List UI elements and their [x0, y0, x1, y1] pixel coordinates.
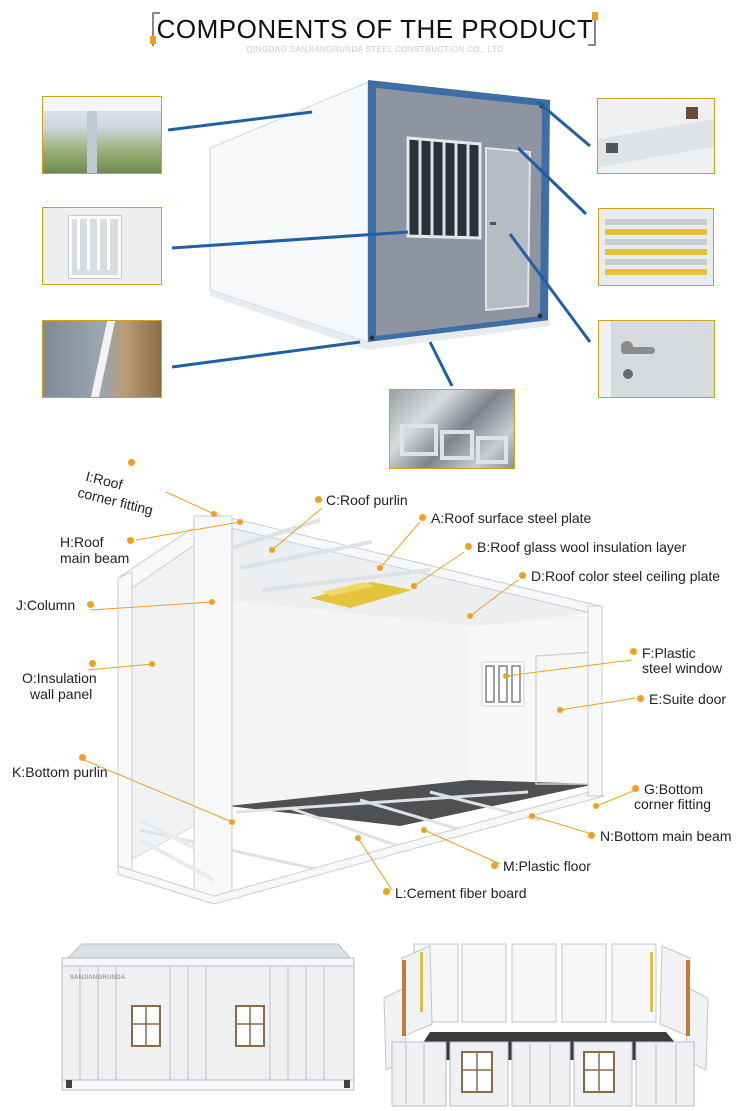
label-suite-door: E:Suite door — [649, 691, 727, 707]
label-a-dot — [419, 514, 426, 521]
label-plastic-steel-window-line2: steel window — [642, 660, 723, 676]
label-bottom-corner-fitting-line2: corner fitting — [634, 796, 712, 812]
page-title: COMPONENTS OF THE PRODUCT — [156, 14, 594, 44]
page-subtitle: QINGDAO SANJIANGRUNDA STEEL CONSTRUCTION… — [246, 45, 504, 54]
photo-wall-joint — [42, 320, 162, 398]
label-b-dot — [465, 543, 472, 550]
label-plastic-floor: M:Plastic floor — [503, 858, 591, 874]
label-bottom-purlin: K:Bottom purlin — [12, 764, 108, 780]
label-g-dot — [632, 785, 639, 792]
label-i-dot — [128, 459, 135, 466]
label-insulation-wall-panel-line1: O:Insulation — [22, 670, 97, 686]
photo-roof-corner — [597, 98, 715, 174]
label-f-dot — [630, 648, 637, 655]
photo-door-handle — [598, 320, 715, 398]
label-d-dot — [519, 572, 526, 579]
photo-ceiling-corner — [42, 96, 162, 174]
label-column: J:Column — [16, 597, 76, 613]
label-roof-color-steel-ceiling: D:Roof color steel ceiling plate — [531, 568, 721, 584]
label-roof-main-beam-line2: main beam — [60, 550, 130, 566]
label-bottom-main-beam: N:Bottom main beam — [600, 828, 732, 844]
label-c-dot — [315, 496, 322, 503]
header-bracket-left — [152, 12, 160, 46]
header-bracket-right — [588, 12, 596, 46]
label-roof-glass-wool-insulation: B:Roof glass wool insulation layer — [477, 539, 687, 555]
label-o-dot — [89, 660, 96, 667]
label-e-dot — [637, 695, 644, 702]
header-accent-left — [150, 36, 156, 44]
label-bottom-corner-fitting-line1: G:Bottom — [644, 781, 704, 797]
container-exterior-drawing — [167, 80, 592, 387]
header-accent-right — [592, 12, 598, 20]
label-plastic-steel-window-line1: F:Plastic — [642, 645, 696, 661]
label-roof-main-beam-line1: H:Roof — [60, 534, 104, 550]
label-cement-fiber-board: L:Cement fiber board — [395, 885, 527, 901]
label-l-dot — [383, 888, 390, 895]
photo-sandwich-panels — [598, 208, 714, 286]
label-m-dot — [491, 862, 498, 869]
photo-steel-profiles — [389, 389, 515, 469]
label-roof-purlin: C:Roof purlin — [326, 492, 408, 508]
label-n-dot — [588, 832, 595, 839]
container-plate-text: SANJIANGRUNDA — [70, 975, 126, 981]
photo-window-frame — [42, 207, 162, 285]
label-k-dot — [79, 754, 86, 761]
label-j-dot — [87, 601, 94, 608]
label-roof-surface-steel-plate: A:Roof surface steel plate — [431, 510, 592, 526]
label-insulation-wall-panel-line2: wall panel — [30, 686, 93, 702]
label-h-dot — [127, 537, 134, 544]
